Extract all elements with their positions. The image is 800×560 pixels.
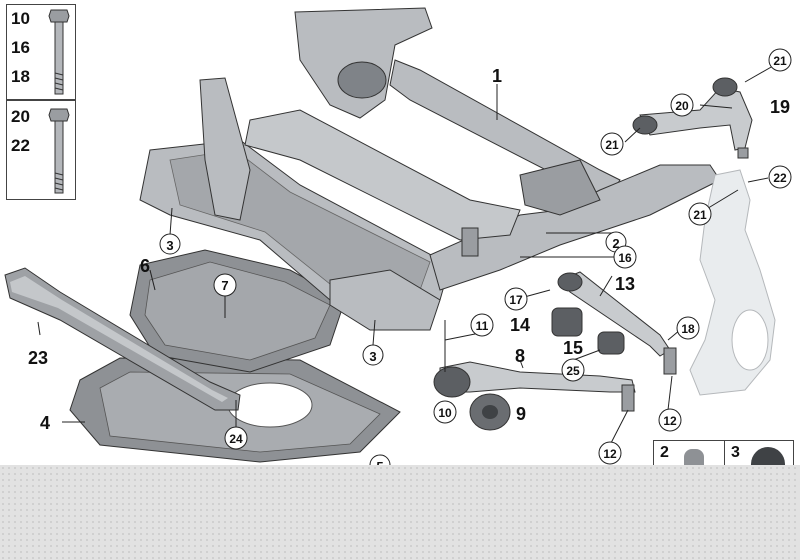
callout-label: 24	[229, 432, 243, 446]
strut-brace-23	[4, 267, 241, 411]
legend-number: 10	[11, 9, 30, 28]
callout-label: 17	[509, 293, 523, 307]
thumbnail-label: 2	[660, 444, 669, 461]
callout-label: 13	[615, 274, 635, 294]
lower-control-arm-13	[557, 271, 677, 375]
legend-number: 18	[11, 67, 30, 86]
callout-label: 22	[773, 171, 787, 185]
front-axle-diagram: 1 3 3 2 16 17 11 7 6 23 4 24 5 21 20 19 …	[4, 7, 792, 465]
legend-bolt-box-bottom: 20 22	[6, 100, 76, 200]
callout-label: 7	[221, 278, 228, 293]
callout-label: 5	[376, 459, 383, 465]
thumbnail-part-2[interactable]: 2	[653, 440, 725, 467]
callout-label: 23	[28, 348, 48, 368]
callout-label: 21	[605, 138, 619, 152]
callout-label: 14	[510, 315, 530, 335]
callout-label: 16	[618, 251, 632, 265]
rubber-mount-14	[551, 307, 583, 337]
callout-label: 12	[663, 414, 677, 428]
callout-label: 3	[166, 238, 173, 253]
callout-label: 1	[492, 66, 502, 86]
callout-label: 18	[681, 322, 695, 336]
steering-knuckle	[689, 169, 776, 396]
bolt-icon	[48, 108, 70, 194]
callout-label: 10	[438, 406, 452, 420]
callout-label: 21	[693, 208, 707, 222]
callout-label: 12	[603, 447, 617, 461]
callout-label: 11	[476, 319, 489, 333]
background-pattern	[0, 465, 800, 560]
part-thumbnail-icon	[684, 449, 704, 465]
rubber-mount-15	[597, 331, 625, 355]
callout-label: 2	[612, 236, 619, 251]
callout-label: 15	[563, 338, 583, 358]
thumbnail-part-3[interactable]: 3	[724, 440, 794, 467]
callout-label: 3	[369, 349, 376, 364]
legend-number: 22	[11, 136, 30, 155]
callout-label: 20	[675, 99, 689, 113]
legend-number: 16	[11, 38, 30, 57]
legend-bolt-box-top: 10 16 18	[6, 4, 76, 100]
callout-label: 6	[140, 256, 150, 276]
callout-label: 4	[40, 413, 50, 433]
bolt-icon	[48, 9, 70, 95]
part-thumbnail-icon	[751, 447, 785, 465]
thumbnail-label: 3	[731, 444, 740, 461]
callout-label: 21	[773, 54, 787, 68]
callout-label: 8	[515, 346, 525, 366]
upper-wishbone	[632, 77, 753, 159]
rubber-mount-9	[469, 393, 511, 431]
callouts: 1 3 3 2 16 17 11 7 6 23 4 24 5 21 20 19 …	[28, 48, 792, 465]
callout-label: 25	[566, 364, 580, 378]
callout-label: 19	[770, 97, 790, 117]
callout-label: 9	[516, 404, 526, 424]
legend-number: 20	[11, 107, 30, 126]
tension-strut-8	[433, 361, 636, 412]
underbody-shield-front	[129, 249, 346, 373]
front-axle-subframe	[139, 7, 721, 331]
